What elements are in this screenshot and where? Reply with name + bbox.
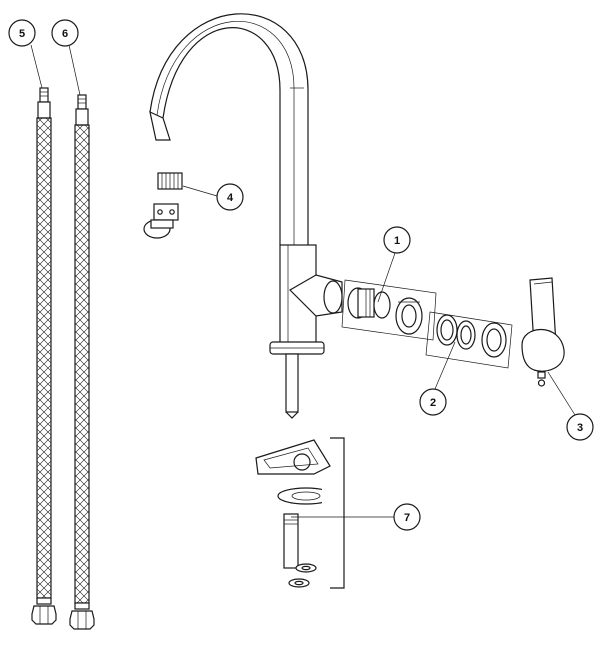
leader-lines — [30, 44, 576, 518]
callout-5: 5 — [8, 19, 36, 47]
flexible-hose-5 — [31, 87, 57, 625]
callout-4: 4 — [216, 183, 244, 211]
callout-6-label: 6 — [62, 28, 68, 40]
callout-2-label: 2 — [430, 397, 436, 409]
callout-6: 6 — [51, 19, 79, 47]
faucet-spout — [149, 13, 309, 245]
callout-3: 3 — [566, 413, 594, 441]
callout-3-label: 3 — [577, 422, 583, 434]
cartridge-assembly — [341, 279, 437, 341]
mounting-kit — [255, 437, 345, 589]
lever-handle — [521, 277, 565, 387]
callout-1: 1 — [383, 226, 411, 254]
seal-rings-assembly — [425, 311, 513, 369]
callout-7: 7 — [393, 503, 421, 531]
callout-4-label: 4 — [227, 192, 234, 204]
callout-7-label: 7 — [404, 512, 410, 524]
callout-1-label: 1 — [394, 235, 400, 247]
aerator-assembly — [143, 172, 183, 239]
callout-2: 2 — [419, 388, 447, 416]
faucet-body — [269, 244, 343, 419]
flexible-hose-6 — [69, 94, 95, 630]
callout-5-label: 5 — [19, 28, 25, 40]
